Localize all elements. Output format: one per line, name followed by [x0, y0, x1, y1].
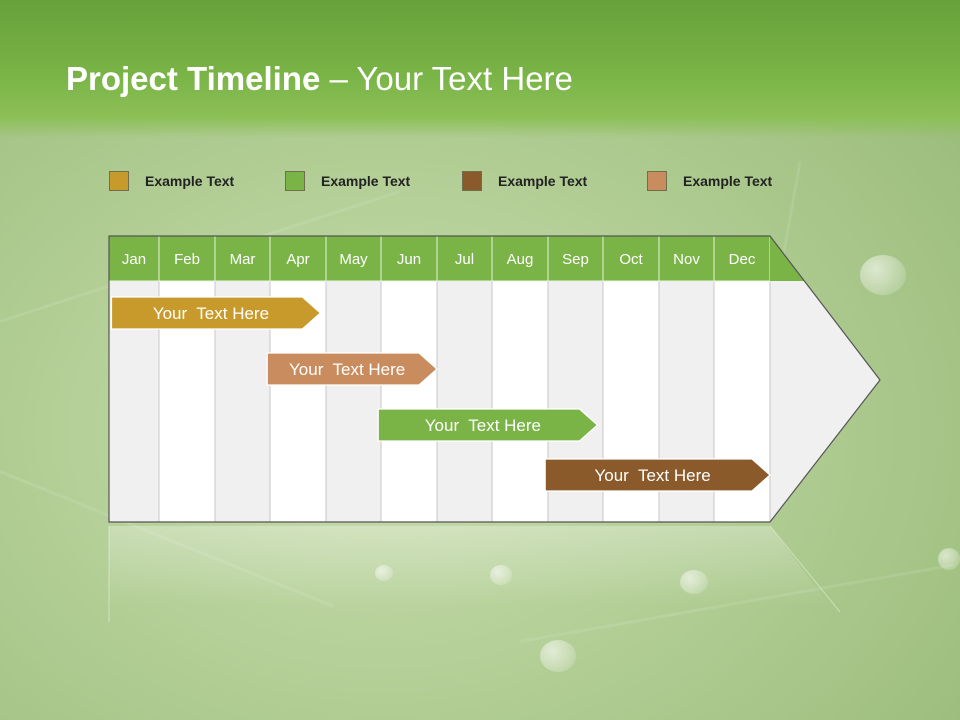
- month-column: [381, 281, 437, 522]
- month-label: Jan: [122, 251, 146, 268]
- month-header-row: Jan Feb Mar Apr May Jun Jul Aug Sep Oct Nov Dec: [109, 236, 804, 281]
- task-bar-label: Your Text Here: [289, 360, 405, 379]
- month-label: Aug: [507, 251, 534, 268]
- month-column: [437, 281, 492, 522]
- month-column: [492, 281, 548, 522]
- month-label: Oct: [619, 251, 643, 268]
- timeline-reflection: [109, 526, 840, 622]
- month-label: Apr: [286, 251, 309, 268]
- reflection-shape: [109, 526, 830, 606]
- month-label: Dec: [729, 251, 756, 268]
- month-label: Nov: [673, 251, 700, 268]
- task-bar-label: Your Text Here: [153, 304, 269, 323]
- month-column: [326, 281, 381, 522]
- month-label: Jul: [455, 251, 474, 268]
- month-label: May: [339, 251, 368, 268]
- month-label: Mar: [230, 251, 256, 268]
- month-label: Jun: [397, 251, 421, 268]
- month-label: Sep: [562, 251, 589, 268]
- task-bar-label: Your Text Here: [594, 466, 710, 485]
- task-bar-label: Your Text Here: [425, 416, 541, 435]
- month-label: Feb: [174, 251, 200, 268]
